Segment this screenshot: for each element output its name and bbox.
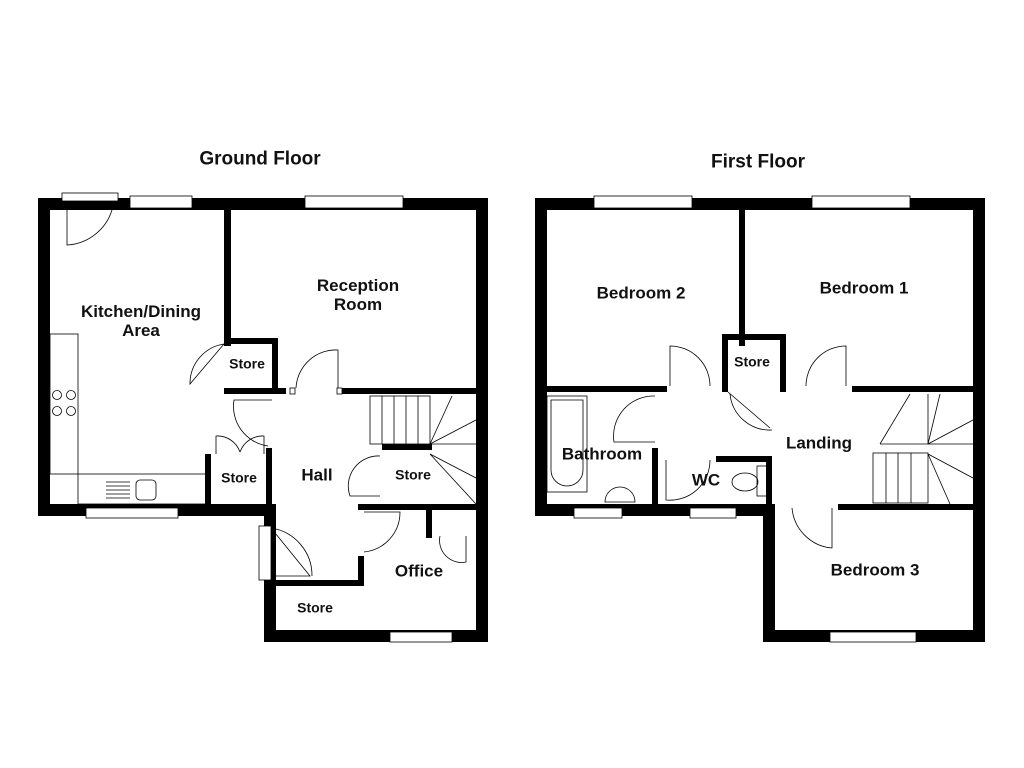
sink-icon xyxy=(106,479,157,501)
room-landing: Landing xyxy=(785,433,853,453)
window xyxy=(689,507,737,519)
worktop xyxy=(49,333,79,475)
room-store: Store xyxy=(395,466,431,483)
door-swing xyxy=(295,349,339,389)
first-floor-title: First Floor xyxy=(711,151,805,173)
ground-floor-title: Ground Floor xyxy=(199,148,321,170)
double-door-swing xyxy=(215,435,265,454)
room-reception: Reception Room xyxy=(316,276,400,314)
room-bedroom-1: Bedroom 1 xyxy=(819,278,909,298)
door-swing xyxy=(791,507,833,549)
door-swing xyxy=(66,209,113,246)
door-swing xyxy=(233,399,272,447)
door-swing xyxy=(363,511,401,553)
bath-icon xyxy=(546,395,588,493)
door-swing xyxy=(665,459,711,501)
door-swing xyxy=(189,343,225,386)
window xyxy=(304,195,404,209)
window xyxy=(129,195,193,209)
window xyxy=(389,631,453,643)
door-swing xyxy=(613,395,656,443)
staircase-icon xyxy=(872,393,974,505)
door-swing xyxy=(270,527,313,577)
window xyxy=(573,507,623,519)
window xyxy=(829,631,917,643)
back-door-frame xyxy=(61,192,119,202)
window xyxy=(811,195,911,209)
room-office: Office xyxy=(394,561,444,581)
basin-icon xyxy=(604,486,636,503)
window xyxy=(593,195,693,209)
hob-icon xyxy=(52,390,76,416)
room-wc: WC xyxy=(691,470,721,490)
first-floor-plan xyxy=(535,195,985,643)
door-swing xyxy=(729,393,773,431)
ground-floor-plan xyxy=(38,192,488,643)
door-swing xyxy=(805,345,847,387)
front-door-frame xyxy=(258,525,272,581)
toilet-icon xyxy=(731,465,768,497)
room-bathroom: Bathroom xyxy=(561,444,643,464)
door-swing xyxy=(669,345,711,387)
door-swing xyxy=(439,535,467,563)
worktop xyxy=(77,473,209,505)
door-swing xyxy=(347,455,381,497)
room-bedroom-3: Bedroom 3 xyxy=(830,560,920,580)
room-kitchen-dining: Kitchen/Dining Area xyxy=(81,302,201,340)
window xyxy=(85,507,179,519)
room-store: Store xyxy=(221,469,257,486)
staircase-icon xyxy=(369,395,477,505)
room-store: Store xyxy=(229,355,265,372)
room-hall: Hall xyxy=(301,465,333,485)
room-store: Store xyxy=(734,353,770,370)
door-swing xyxy=(727,391,771,429)
room-bedroom-2: Bedroom 2 xyxy=(596,283,686,303)
room-store: Store xyxy=(297,599,333,616)
